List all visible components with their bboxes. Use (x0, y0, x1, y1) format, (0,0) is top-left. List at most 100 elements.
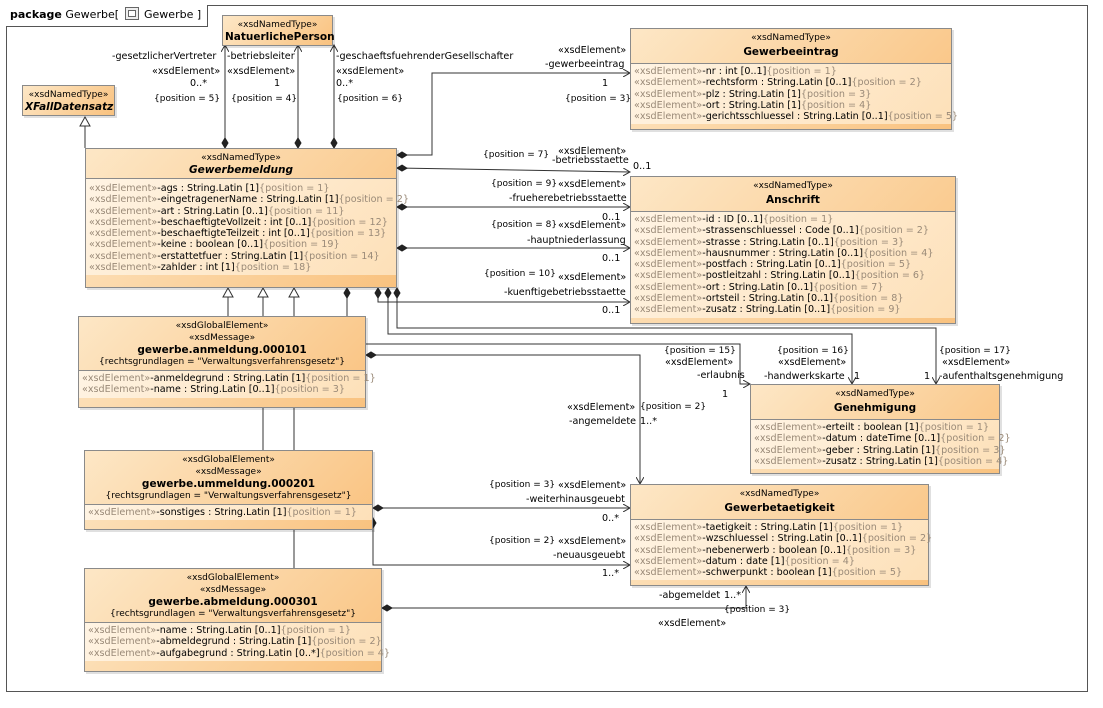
attribute-stereotype: «xsdElement» (634, 247, 703, 259)
class-gewerbetaetigkeit[interactable]: «xsdNamedType» Gewerbetaetigkeit «xsdEle… (630, 484, 932, 586)
attribute-stereotype: «xsdElement» (88, 647, 157, 659)
class-gewerbe-anmeldung[interactable]: «xsdGlobalElement» «xsdMessage» gewerbe.… (78, 316, 376, 408)
attribute-position: {position = 3} (274, 384, 345, 396)
package-frame (6, 5, 1088, 692)
attribute-row: «xsdElement»-ort : String.Latin [0..1]{p… (634, 282, 952, 293)
attribute-position: {position = 4} (863, 247, 934, 259)
label-mult-neu: 1..* (602, 568, 619, 579)
attribute-text: -geber : String.Latin [1] (822, 444, 936, 456)
attribute-stereotype: «xsdElement» (89, 239, 158, 251)
attribute-row: «xsdElement»-eingetragenerName : String.… (89, 194, 409, 205)
class-anschrift[interactable]: «xsdNamedType» Anschrift «xsdElement»-id… (630, 176, 956, 324)
attribute-stereotype: «xsdElement» (89, 216, 158, 228)
attribute-position: {position = 1} (918, 422, 990, 433)
attribute-text: -erteilt : boolean [1] (822, 422, 919, 433)
attribute-text: -art : String.Latin [0..1] (157, 205, 268, 217)
attribute-stereotype: «xsdElement» (634, 270, 703, 282)
label-gesetzlicher-vertreter: -gesetzlicherVertreter (112, 51, 217, 62)
attribute-stereotype: «xsdElement» (634, 214, 703, 225)
package-name: Gewerbe (65, 8, 115, 21)
class-gewerbeeintrag[interactable]: «xsdNamedType» Gewerbeeintrag «xsdElemen… (630, 28, 958, 130)
class-name: gewerbe.ummeldung.000201 (141, 478, 316, 490)
stereotype: «xsdNamedType» (751, 33, 831, 43)
attribute-stereotype: «xsdElement» (634, 66, 703, 77)
label-neu: -neuausgeuebt (553, 550, 626, 561)
label-mult-hwk: 1 (854, 371, 861, 382)
package-keyword: package (10, 8, 62, 21)
attribute-position: {position = 19} (263, 239, 340, 251)
label-mult-erl: 1 (722, 389, 729, 400)
label-mult-wh: 0..* (602, 513, 619, 524)
attribute-stereotype: «xsdElement» (88, 625, 157, 636)
attribute-stereotype: «xsdElement» (634, 304, 703, 316)
attribute-text: -ags : String.Latin [1] (157, 183, 260, 194)
attribute-row: «xsdElement»-erteilt : boolean [1]{posit… (754, 422, 996, 433)
attribute-row: «xsdElement»-wzschluessel : String.Latin… (634, 533, 932, 544)
attribute-position: {position = 4} (800, 99, 872, 111)
attribute-row: «xsdElement»-beschaeftigteVollzeit : int… (89, 217, 393, 228)
class-name: XFallDatensatz (25, 101, 114, 113)
label-mult-gv: 0..* (190, 78, 207, 89)
class-genehmigung[interactable]: «xsdNamedType» Genehmigung «xsdElement»-… (750, 384, 1011, 474)
attribute-position: {position = 1} (259, 183, 330, 194)
class-gewerbemeldung[interactable]: «xsdNamedType» Gewerbemeldung «xsdElemen… (85, 148, 409, 288)
attribute-stereotype: «xsdElement» (89, 205, 158, 217)
stereotype-message: «xsdMessage» (199, 585, 267, 595)
attribute-list: «xsdElement»-id : ID [0..1]{position = 1… (631, 211, 955, 318)
attribute-stereotype: «xsdElement» (88, 507, 157, 518)
label-pos-kb: {position = 10} (484, 269, 556, 279)
class-natuerliche-person[interactable]: «xsdNamedType» NatuerlichePerson (222, 15, 335, 46)
attribute-position: {position = 2} (851, 77, 922, 89)
attribute-position: {position = 4} (937, 455, 1009, 467)
attribute-row: «xsdElement»-abmeldegrund : String.Latin… (88, 636, 382, 647)
attribute-text: -rechtsform : String.Latin [0..1] (702, 77, 852, 89)
attribute-position: {position = 2} (858, 225, 930, 237)
class-name: Anschrift (766, 194, 820, 206)
stereotype: «xsdNamedType» (753, 181, 833, 191)
assoc-abgemeldet (382, 586, 746, 608)
label-mult-bs: 0..1 (633, 161, 652, 172)
attribute-text: -postleitzahl : String.Latin [0..1] (702, 270, 855, 282)
label-pos-hn: {position = 8} (491, 220, 558, 230)
attribute-position: {position = 2} (338, 194, 409, 206)
attribute-text: -zusatz : String.Latin [1] (822, 455, 938, 467)
attribute-row: «xsdElement»-datum : dateTime [0..1]{pos… (754, 433, 1011, 445)
label-aufenthalt: -aufenthaltsgenehmigung (939, 371, 1064, 382)
attribute-row: «xsdElement»-nr : int [0..1]{position = … (634, 66, 948, 77)
label-weiterhin: -weiterhinausgeuebt (526, 494, 625, 505)
class-gewerbe-abmeldung[interactable]: «xsdGlobalElement» «xsdMessage» gewerbe.… (84, 568, 390, 672)
stereotype-message: «xsdMessage» (188, 333, 256, 343)
attribute-stereotype: «xsdElement» (634, 522, 703, 533)
attribute-row: «xsdElement»-strassenschluessel : Code [… (634, 225, 952, 236)
stereotype: «xsdNamedType» (201, 153, 281, 163)
attribute-stereotype: «xsdElement» (634, 555, 703, 567)
attribute-row: «xsdElement»-aufgabegrund : String.Latin… (88, 647, 390, 659)
attribute-stereotype: «xsdElement» (634, 293, 703, 305)
attribute-text: -schwerpunkt : boolean [1] (702, 567, 832, 579)
label-pos-auf: {position = 17} (939, 346, 1011, 356)
attribute-row: «xsdElement»-geber : String.Latin [1]{po… (754, 444, 1005, 456)
attribute-text: -zusatz : String.Latin [0..1] (702, 304, 831, 316)
attribute-stereotype: «xsdElement» (634, 567, 703, 579)
attribute-text: -aufgabegrund : String.Latin [0..*] (156, 647, 320, 659)
attribute-stereotype: «xsdElement» (634, 281, 703, 293)
stereotype: «xsdNamedType» (237, 20, 318, 30)
class-xfall-datensatz[interactable]: «xsdNamedType» XFallDatensatz (22, 85, 115, 116)
attribute-row: «xsdElement»-name : String.Latin [0..1]{… (88, 625, 378, 636)
attribute-row: «xsdElement»-hausnummer : String.Latin [… (634, 248, 952, 259)
class-gewerbe-ummeldung[interactable]: «xsdGlobalElement» «xsdMessage» gewerbe.… (84, 450, 373, 530)
attribute-text: -hausnummer : String.Latin [0..1] (702, 247, 864, 259)
attribute-text: -plz : String.Latin [1] (702, 88, 801, 100)
attribute-stereotype: «xsdElement» (634, 259, 703, 271)
attribute-text: -datum : dateTime [0..1] (822, 433, 941, 445)
attribute-position: {position = 1} (832, 522, 904, 533)
attribute-position: {position = 3} (845, 544, 917, 556)
label-mult-ge: 1 (602, 78, 609, 89)
label-betriebsstaette: -betriebsstaette (552, 155, 629, 166)
attribute-text: -ort : String.Latin [1] (702, 99, 801, 111)
attribute-row: «xsdElement»-ort : String.Latin [1]{posi… (634, 100, 948, 111)
attribute-position: {position = 2} (940, 433, 1011, 445)
label-stereo-erl: «xsdElement» (665, 357, 734, 368)
attribute-text: -anmeldegrund : String.Latin [1] (150, 373, 306, 384)
attribute-stereotype: «xsdElement» (82, 373, 151, 384)
